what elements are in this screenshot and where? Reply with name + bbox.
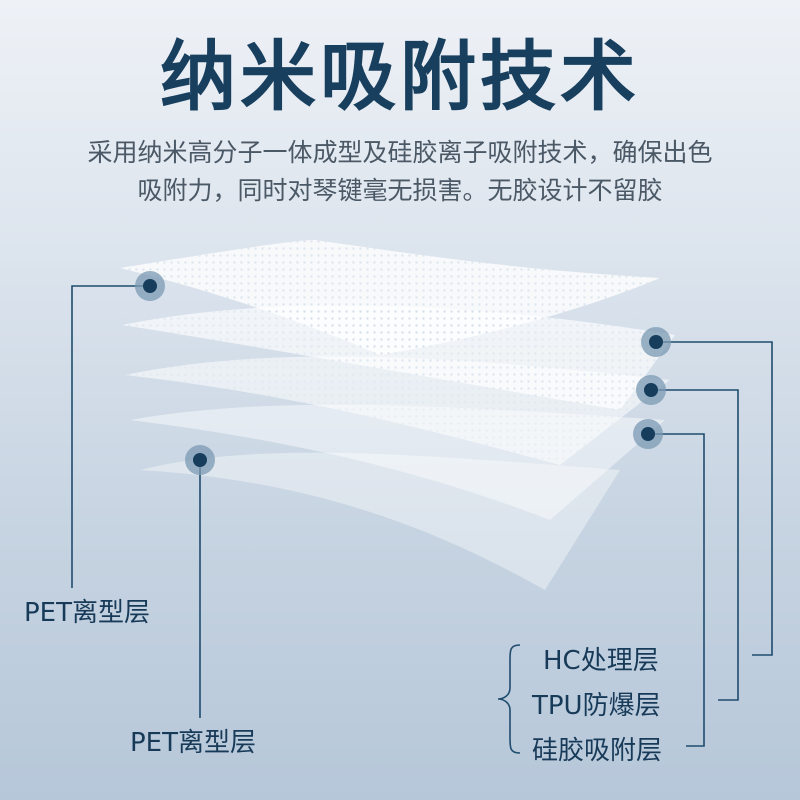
description-line-2: 吸附力，同时对琴键毫无损害。无胶设计不留胶 — [137, 176, 663, 205]
leader-line-left-top — [71, 285, 150, 588]
film-layers — [120, 240, 675, 590]
marker-dots — [135, 271, 671, 475]
label-pet-release-top: PET离型层 — [24, 598, 150, 628]
label-hc-layer: HC处理层 — [543, 646, 659, 676]
label-silicone-layer: 硅胶吸附层 — [532, 736, 663, 766]
film-texture — [120, 240, 660, 355]
film-layer-silicone — [140, 452, 620, 590]
bracket — [497, 644, 521, 754]
leader-lines — [71, 285, 773, 754]
description: 采用纳米高分子一体成型及硅胶离子吸附技术，确保出色 吸附力，同时对琴键毫无损害。… — [40, 134, 760, 210]
leader-line-right-3 — [648, 433, 705, 747]
label-pet-release-bottom: PET离型层 — [130, 728, 256, 758]
leader-line-right-2 — [651, 389, 739, 701]
leader-line-right-1 — [656, 341, 773, 656]
description-line-1: 采用纳米高分子一体成型及硅胶离子吸附技术，确保出色 — [87, 138, 713, 167]
page-title: 纳米吸附技术 — [160, 32, 640, 121]
label-tpu-layer: TPU防爆层 — [532, 691, 661, 721]
film-texture — [125, 356, 670, 465]
